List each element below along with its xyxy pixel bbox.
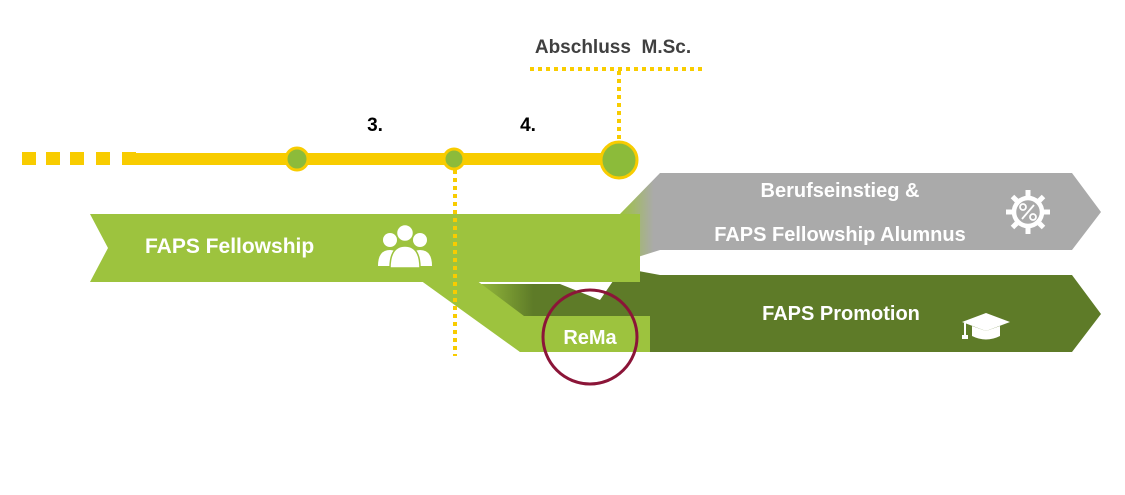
semester-4-label: 4. [520,115,536,136]
career-label-line2: FAPS Fellowship Alumnus [714,224,966,246]
timeline-line [136,153,620,165]
semester-3-label: 3. [367,115,383,136]
career-label-line1: Berufseinstieg & [761,180,920,202]
fellowship-arrow [90,214,640,282]
rema-highlight-circle [541,288,639,386]
rema-label: ReMa [563,327,617,349]
people-group-icon [378,223,432,269]
milestone-label: Abschluss M.Sc. [535,37,691,58]
timeline-point-1 [284,146,310,172]
graduation-cap-icon [962,313,1010,340]
timeline-dashed-segment [22,152,136,165]
timeline-point-2 [442,147,466,171]
gear-percent-icon [1006,190,1050,234]
career-entry-arrow [620,173,1101,262]
timeline-point-milestone [599,140,639,180]
fellowship-label: FAPS Fellowship [145,235,314,258]
promotion-label: FAPS Promotion [762,303,920,325]
